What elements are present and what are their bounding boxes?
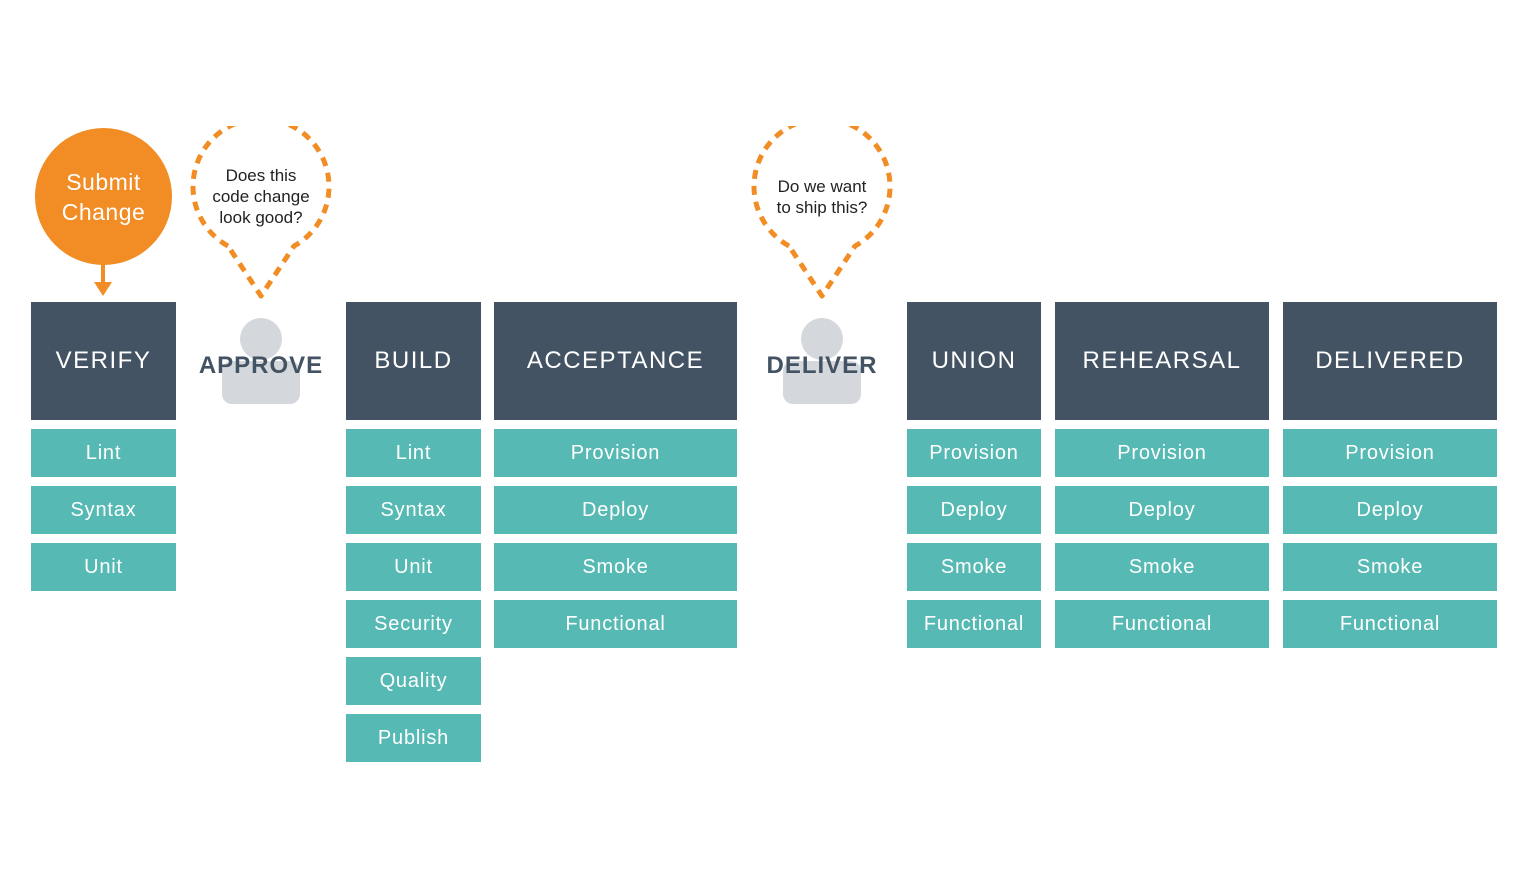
step-verify-syntax: Syntax: [31, 486, 176, 534]
submit-line-2: Change: [61, 198, 146, 225]
step-delivered-functional: Functional: [1283, 600, 1497, 648]
stage-header-build: BUILD: [346, 302, 481, 420]
step-verify-lint: Lint: [31, 429, 176, 477]
step-union-functional: Functional: [907, 600, 1041, 648]
step-build-publish: Publish: [346, 714, 481, 762]
step-delivered-smoke: Smoke: [1283, 543, 1497, 591]
step-delivered-deploy: Deploy: [1283, 486, 1497, 534]
step-acceptance-provision: Provision: [494, 429, 737, 477]
step-delivered-provision: Provision: [1283, 429, 1497, 477]
person-icon: [222, 318, 300, 404]
gate-label-approve: APPROVE: [198, 352, 324, 379]
submit-line-1: Submit: [66, 168, 141, 195]
bubble-line: code change: [212, 187, 310, 206]
bubble-line: Do we want: [777, 177, 867, 196]
step-rehearsal-smoke: Smoke: [1055, 543, 1269, 591]
bubble-text-approve: Does this code change look good?: [196, 165, 326, 228]
step-union-smoke: Smoke: [907, 543, 1041, 591]
step-build-security: Security: [346, 600, 481, 648]
gate-label-deliver: DELIVER: [766, 352, 878, 379]
step-rehearsal-functional: Functional: [1055, 600, 1269, 648]
step-rehearsal-provision: Provision: [1055, 429, 1269, 477]
step-build-unit: Unit: [346, 543, 481, 591]
bubble-line: look good?: [219, 208, 303, 227]
step-build-lint: Lint: [346, 429, 481, 477]
bubble-line: to ship this?: [776, 198, 868, 217]
bubble-text-deliver: Do we want to ship this?: [757, 176, 887, 218]
step-build-quality: Quality: [346, 657, 481, 705]
step-acceptance-functional: Functional: [494, 600, 737, 648]
arrow-down-icon: [94, 262, 112, 296]
stage-header-rehearsal: REHEARSAL: [1055, 302, 1269, 420]
bubble-line: Does this: [225, 166, 297, 185]
step-acceptance-deploy: Deploy: [494, 486, 737, 534]
person-icon: [783, 318, 861, 404]
stage-header-verify: VERIFY: [31, 302, 176, 420]
step-acceptance-smoke: Smoke: [494, 543, 737, 591]
step-union-deploy: Deploy: [907, 486, 1041, 534]
step-verify-unit: Unit: [31, 543, 176, 591]
step-rehearsal-deploy: Deploy: [1055, 486, 1269, 534]
stage-header-union: UNION: [907, 302, 1041, 420]
step-build-syntax: Syntax: [346, 486, 481, 534]
stage-header-acceptance: ACCEPTANCE: [494, 302, 737, 420]
submit-change-circle: Submit Change: [35, 128, 172, 265]
step-union-provision: Provision: [907, 429, 1041, 477]
stage-header-delivered: DELIVERED: [1283, 302, 1497, 420]
